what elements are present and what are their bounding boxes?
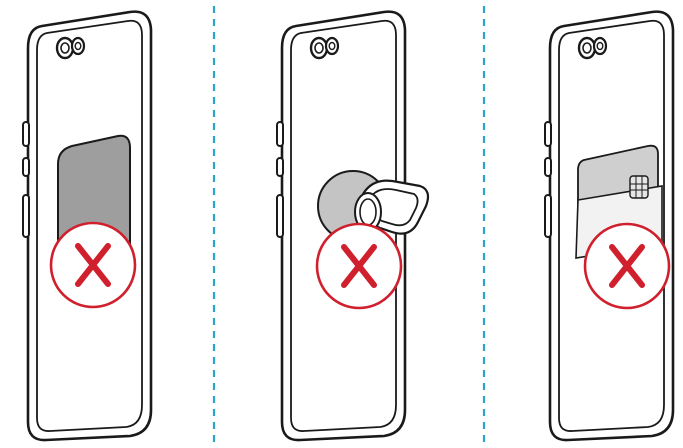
panel-card-holder: [544, 10, 675, 442]
prohibited-icon: [583, 222, 671, 310]
sim-chip-icon: [629, 175, 649, 199]
prohibited-icon: [315, 222, 403, 310]
ring-holder: [317, 170, 430, 242]
camera-icon: [55, 36, 86, 60]
camera-icon: [309, 36, 340, 60]
prohibited-icon: [49, 221, 137, 309]
camera-icon: [577, 36, 608, 60]
panel-ring-holder: [276, 10, 430, 442]
panel-metal-plate: [22, 10, 153, 442]
